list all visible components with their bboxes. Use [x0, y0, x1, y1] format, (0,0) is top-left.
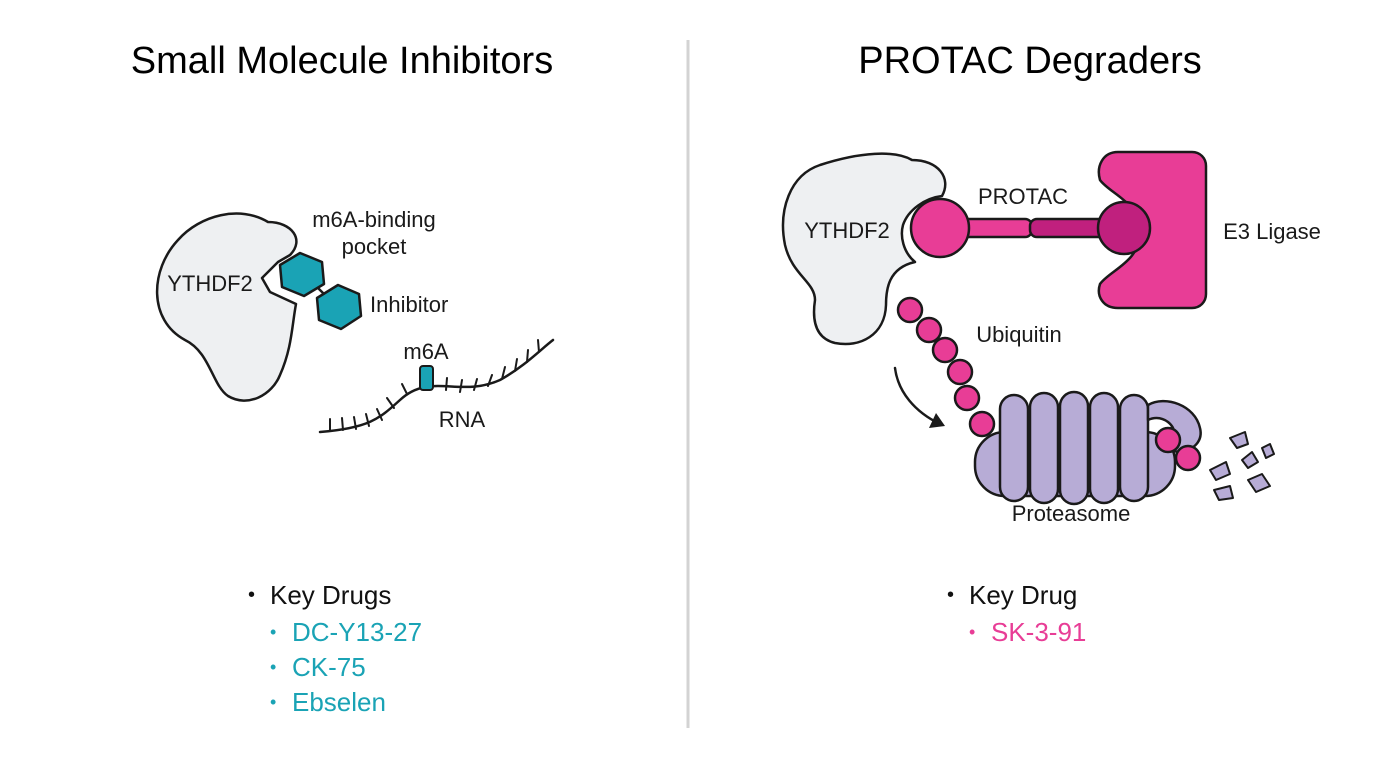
ubiquitin-chain [896, 296, 1202, 472]
ythdf2-protein-left [155, 212, 298, 402]
left-drug-list: DC-Y13-27 CK-75 Ebselen [248, 615, 422, 720]
degradation-arrow [893, 366, 942, 426]
m6a-mark [419, 365, 434, 391]
right-key-drugs: Key Drug SK-3-91 [947, 578, 1086, 650]
left-panel-title: Small Molecule Inhibitors [131, 40, 553, 82]
protac-label: PROTAC [978, 184, 1068, 209]
left-key-drugs: Key Drugs DC-Y13-27 CK-75 Ebselen [248, 578, 422, 720]
left-key-drugs-heading: Key Drugs [248, 578, 422, 613]
proteasome-label: Proteasome [1012, 501, 1131, 526]
ubiquitin-label: Ubiquitin [976, 322, 1062, 347]
pocket-label-line1: m6A-binding [312, 207, 436, 232]
protac-warhead [909, 197, 971, 259]
ythdf2-label-left: YTHDF2 [167, 271, 253, 296]
degraded-fragments [1209, 431, 1275, 501]
ythdf2-label-right: YTHDF2 [804, 218, 890, 243]
proteasome [973, 390, 1202, 506]
m6a-label: m6A [403, 339, 449, 364]
drug-item: CK-75 [270, 650, 422, 685]
right-panel-title: PROTAC Degraders [858, 40, 1202, 82]
pocket-label-line2: pocket [342, 234, 407, 259]
right-drug-list: SK-3-91 [947, 615, 1086, 650]
e3-ligase [1097, 150, 1208, 310]
e3-ligase-label: E3 Ligase [1223, 219, 1321, 244]
inhibitor-hexagon-1 [278, 251, 326, 298]
drug-item: DC-Y13-27 [270, 615, 422, 650]
rna-ticks [329, 339, 540, 432]
inhibitor-label: Inhibitor [370, 292, 448, 317]
inhibitor-hexagon-2 [315, 283, 363, 331]
ythdf2-protein-right [781, 152, 947, 346]
degradation-arrowhead [929, 413, 945, 428]
drug-item: Ebselen [270, 685, 422, 720]
drug-item: SK-3-91 [969, 615, 1086, 650]
rna-label: RNA [439, 407, 486, 432]
protac-e3-ligand [1096, 200, 1152, 256]
right-key-drugs-heading: Key Drug [947, 578, 1086, 613]
